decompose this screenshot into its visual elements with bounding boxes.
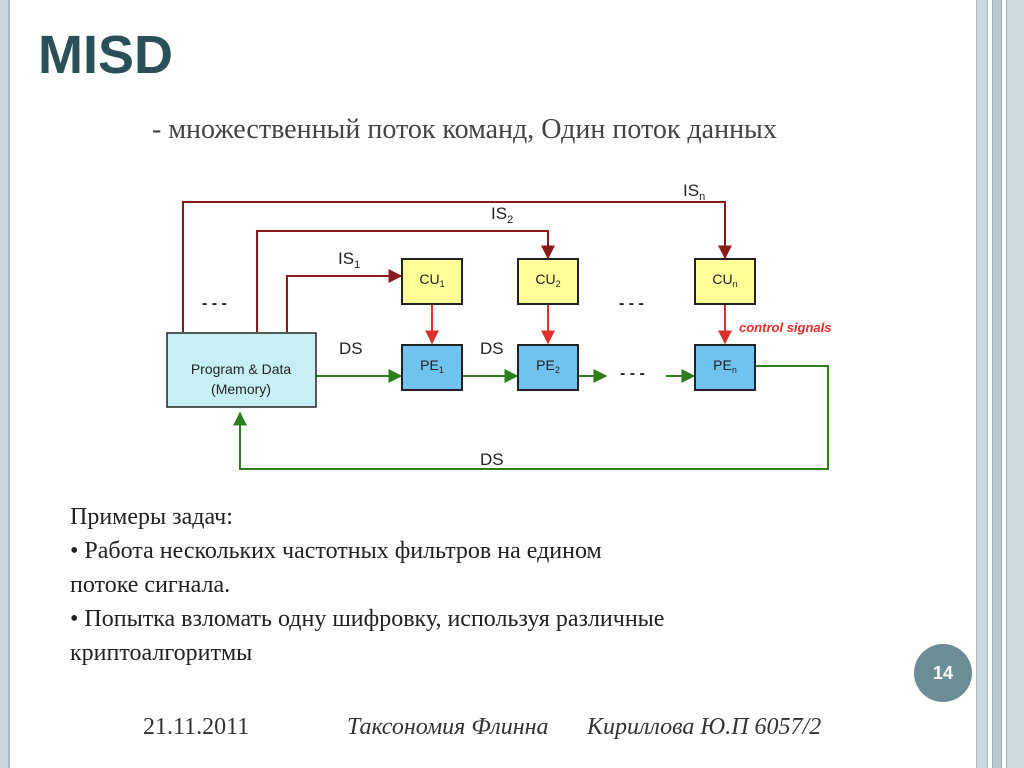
page-number-badge: 14	[914, 644, 972, 702]
cu2-block	[517, 258, 579, 305]
pen-block	[694, 344, 756, 391]
cu2-label: CU2	[535, 271, 560, 289]
is2-line	[256, 230, 555, 332]
footer-author: Кириллова Ю.П 6057/2	[587, 714, 822, 740]
slide-frame-left	[0, 0, 10, 768]
slide-frame-right-stripe	[992, 0, 1002, 768]
cun-block	[694, 258, 756, 305]
slide-title: MISD	[38, 25, 173, 85]
is1-line	[286, 269, 403, 332]
cu1-block	[401, 258, 463, 305]
ellipsis: - - -	[202, 295, 227, 312]
cun-label: CUn	[712, 271, 737, 289]
ellipsis: - - -	[619, 295, 644, 312]
memory-label-line2: (Memory)	[211, 381, 271, 397]
ds-label: DS	[480, 339, 504, 358]
memory-block	[166, 332, 317, 408]
example-item: • Работа нескольких частотных фильтров н…	[70, 538, 602, 564]
example-item: потоке сигнала.	[70, 572, 231, 598]
example-item: • Попытка взломать одну шифровку, исполь…	[70, 606, 665, 632]
ellipsis: - - -	[620, 365, 645, 382]
slide-frame-right-stripe	[976, 0, 988, 768]
ds-label: DS	[339, 339, 363, 358]
is2-label: IS2	[491, 204, 513, 226]
footer-date: 21.11.2011	[143, 714, 250, 740]
pe2-label: PE2	[536, 357, 560, 375]
is1-label: IS1	[338, 249, 360, 271]
slide-frame-right-stripe	[1006, 0, 1024, 768]
pe1-label: PE1	[420, 357, 444, 375]
isn-line	[182, 201, 732, 332]
examples-block: Примеры задач: • Работа нескольких часто…	[70, 500, 830, 670]
footer-title: Таксономия Флинна	[347, 714, 549, 740]
ds-label: DS	[480, 450, 504, 469]
cu1-label: CU1	[419, 271, 444, 289]
pe2-block	[517, 344, 579, 391]
ds-feedback-line	[233, 365, 829, 470]
misd-diagram: Program & Data (Memory) CU1 CU2 CUn PE1 …	[166, 181, 831, 470]
examples-heading: Примеры задач:	[70, 504, 233, 530]
pen-label: PEn	[713, 357, 737, 375]
control-signals-label: control signals	[739, 320, 831, 335]
isn-label: ISn	[683, 181, 705, 203]
example-item: криптоалгоритмы	[70, 640, 253, 666]
slide-subtitle: - множественный поток команд, Один поток…	[152, 114, 777, 145]
memory-label-line1: Program & Data	[191, 361, 292, 377]
pe1-block	[401, 344, 463, 391]
